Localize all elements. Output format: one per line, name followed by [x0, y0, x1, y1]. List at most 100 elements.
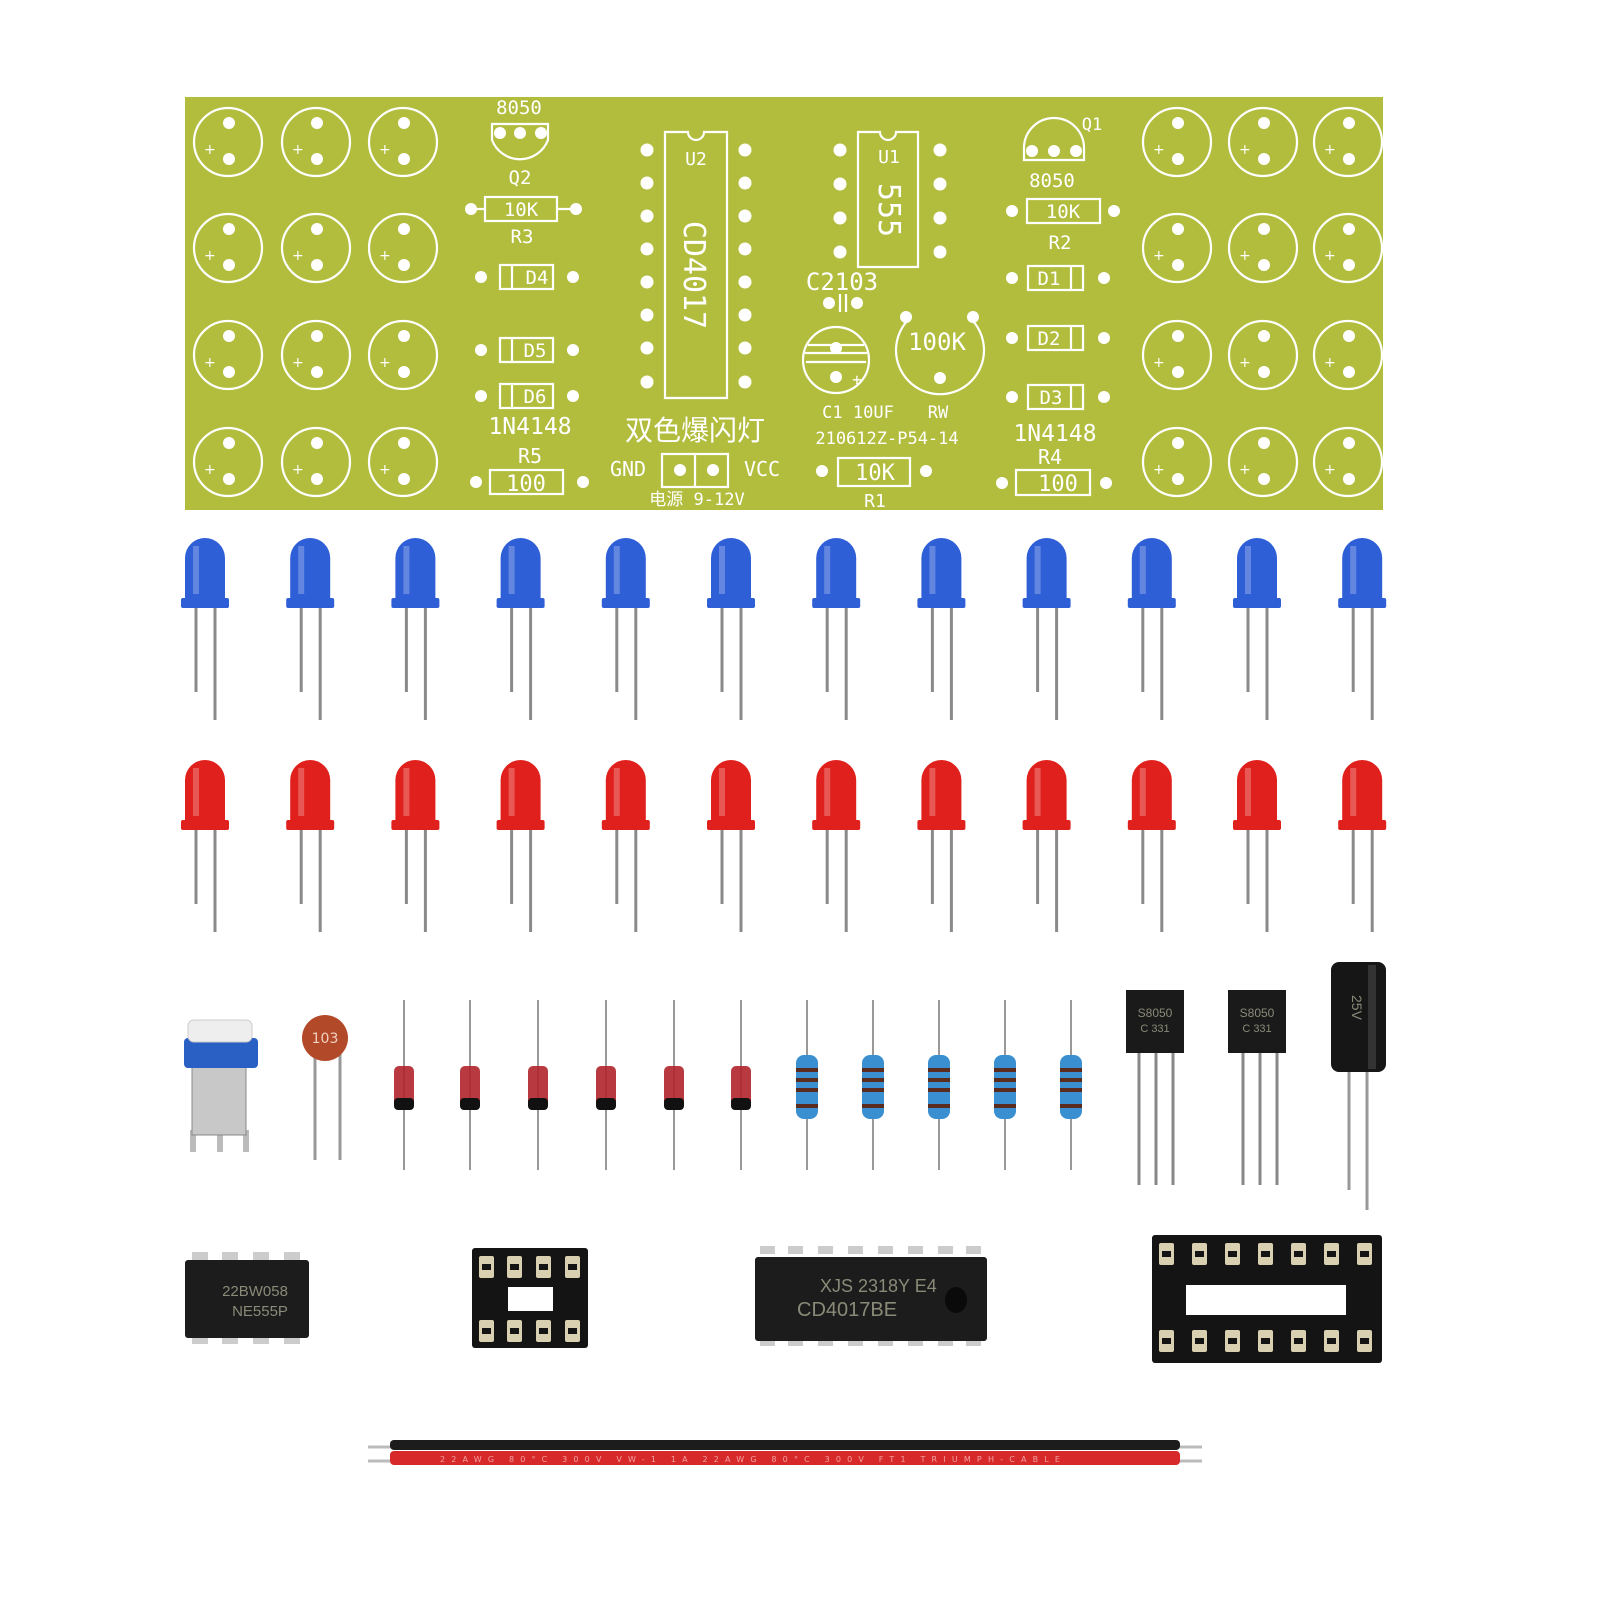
- ceramic-cap-label: 103: [312, 1031, 339, 1047]
- ic-pad: [640, 375, 654, 389]
- red-led: [1233, 760, 1281, 932]
- r4-value: 100: [1038, 472, 1078, 497]
- svg-text:+: +: [1239, 248, 1251, 264]
- led-footprint: +: [1141, 212, 1213, 284]
- d4-footprint: D4: [475, 263, 579, 291]
- d2-label: D2: [1038, 328, 1061, 350]
- led-footprint: +: [192, 106, 264, 178]
- svg-text:+: +: [852, 370, 862, 389]
- svg-text:+: +: [1324, 355, 1336, 371]
- trimmer-potentiometer: [184, 1019, 258, 1152]
- ic-pad: [640, 143, 654, 157]
- ic-pin: [760, 1338, 775, 1346]
- ic-pin: [284, 1252, 300, 1260]
- r2-ref: R2: [1049, 232, 1072, 254]
- ic-pad: [833, 177, 847, 191]
- ic-pin: [848, 1338, 863, 1346]
- electrolytic-capacitor: 25V: [1331, 962, 1386, 1210]
- svg-text:+: +: [1153, 248, 1165, 264]
- resistor: [994, 1000, 1016, 1170]
- ic-pin: [253, 1252, 269, 1260]
- board-title: 双色爆闪灯: [625, 414, 765, 447]
- r5-value: 100: [506, 472, 546, 497]
- d1-label: D1: [1038, 268, 1061, 290]
- ic-pin: [818, 1338, 833, 1346]
- d2-footprint: D2: [1006, 324, 1110, 352]
- led-footprints: ++++++++++++++++++++++++: [192, 106, 1384, 498]
- led-footprint: +: [192, 319, 264, 391]
- ic-pin: [878, 1246, 893, 1254]
- ic-pad: [738, 176, 752, 190]
- svg-text:+: +: [292, 142, 304, 158]
- ic-pin: [253, 1336, 269, 1344]
- led-footprint: +: [1312, 426, 1384, 498]
- pcb-substrate: [185, 97, 1383, 510]
- svg-text:+: +: [292, 248, 304, 264]
- led-footprint: +: [1312, 212, 1384, 284]
- led-footprint: +: [1141, 106, 1213, 178]
- ic-socket-8pin: [472, 1248, 588, 1348]
- r5-footprint: 100: [470, 468, 589, 497]
- svg-text:+: +: [1153, 462, 1165, 478]
- svg-text:+: +: [379, 462, 391, 478]
- u1-type: 555: [871, 183, 906, 237]
- blue-led: [1127, 538, 1176, 720]
- u1-ref: U1: [878, 147, 900, 168]
- ic-pad: [738, 275, 752, 289]
- led-footprint: +: [280, 319, 352, 391]
- ic-pin: [818, 1246, 833, 1254]
- blue-led: [286, 538, 335, 720]
- cd4017-chip: XJS 2318Y E4 CD4017BE: [755, 1246, 987, 1346]
- diode-1n4148: [394, 1000, 414, 1170]
- power-connector: [660, 452, 730, 489]
- blue-led: [1233, 538, 1281, 720]
- led-footprint: +: [192, 426, 264, 498]
- ic-pin: [222, 1336, 238, 1344]
- r1-footprint: 10K R1: [816, 456, 932, 512]
- red-led: [917, 760, 966, 932]
- u1-footprint: U1 555: [833, 130, 947, 269]
- led-footprint: +: [280, 212, 352, 284]
- led-footprint: +: [367, 319, 439, 391]
- svg-text:+: +: [1324, 248, 1336, 264]
- red-led: [286, 760, 335, 932]
- svg-text:+: +: [292, 355, 304, 371]
- ic-pin: [966, 1338, 981, 1346]
- red-led: [707, 760, 755, 932]
- ic-pad: [738, 375, 752, 389]
- blue-led: [391, 538, 440, 720]
- ic-pad: [640, 275, 654, 289]
- ic-pin: [788, 1246, 803, 1254]
- ic-pad: [738, 308, 752, 322]
- ic-pad: [640, 242, 654, 256]
- ic-pin: [966, 1246, 981, 1254]
- transistor-set: S8050 C 331 S8050 C 331: [1126, 990, 1286, 1185]
- d4-label: D4: [526, 267, 549, 289]
- r3-ref: R3: [511, 226, 534, 248]
- red-led: [496, 760, 545, 932]
- svg-text:+: +: [204, 462, 216, 478]
- diode-1n4148: [460, 1000, 480, 1170]
- pot-value: 100K: [908, 328, 966, 356]
- q2-footprint: 8050 Q2: [490, 97, 550, 189]
- red-led: [181, 760, 229, 932]
- cd4017-line1: XJS 2318Y E4: [820, 1276, 937, 1296]
- resistor-set: [796, 1000, 1082, 1170]
- led-footprint: +: [1141, 426, 1213, 498]
- diode-1n4148: [596, 1000, 616, 1170]
- led-footprint: +: [367, 212, 439, 284]
- ic-pin: [908, 1338, 923, 1346]
- led-footprint: +: [1227, 319, 1299, 391]
- svg-text:+: +: [204, 142, 216, 158]
- ic-pin: [222, 1252, 238, 1260]
- ic-pin: [284, 1336, 300, 1344]
- c1-footprint: +: [801, 325, 871, 395]
- ic-pin: [788, 1338, 803, 1346]
- q1-footprint: Q1 8050: [1022, 115, 1102, 192]
- led-footprint: +: [1141, 319, 1213, 391]
- blue-led: [181, 538, 229, 720]
- d5-footprint: D5: [475, 336, 579, 364]
- blue-led: [601, 538, 650, 720]
- red-led: [391, 760, 440, 932]
- ic-pad: [933, 245, 947, 259]
